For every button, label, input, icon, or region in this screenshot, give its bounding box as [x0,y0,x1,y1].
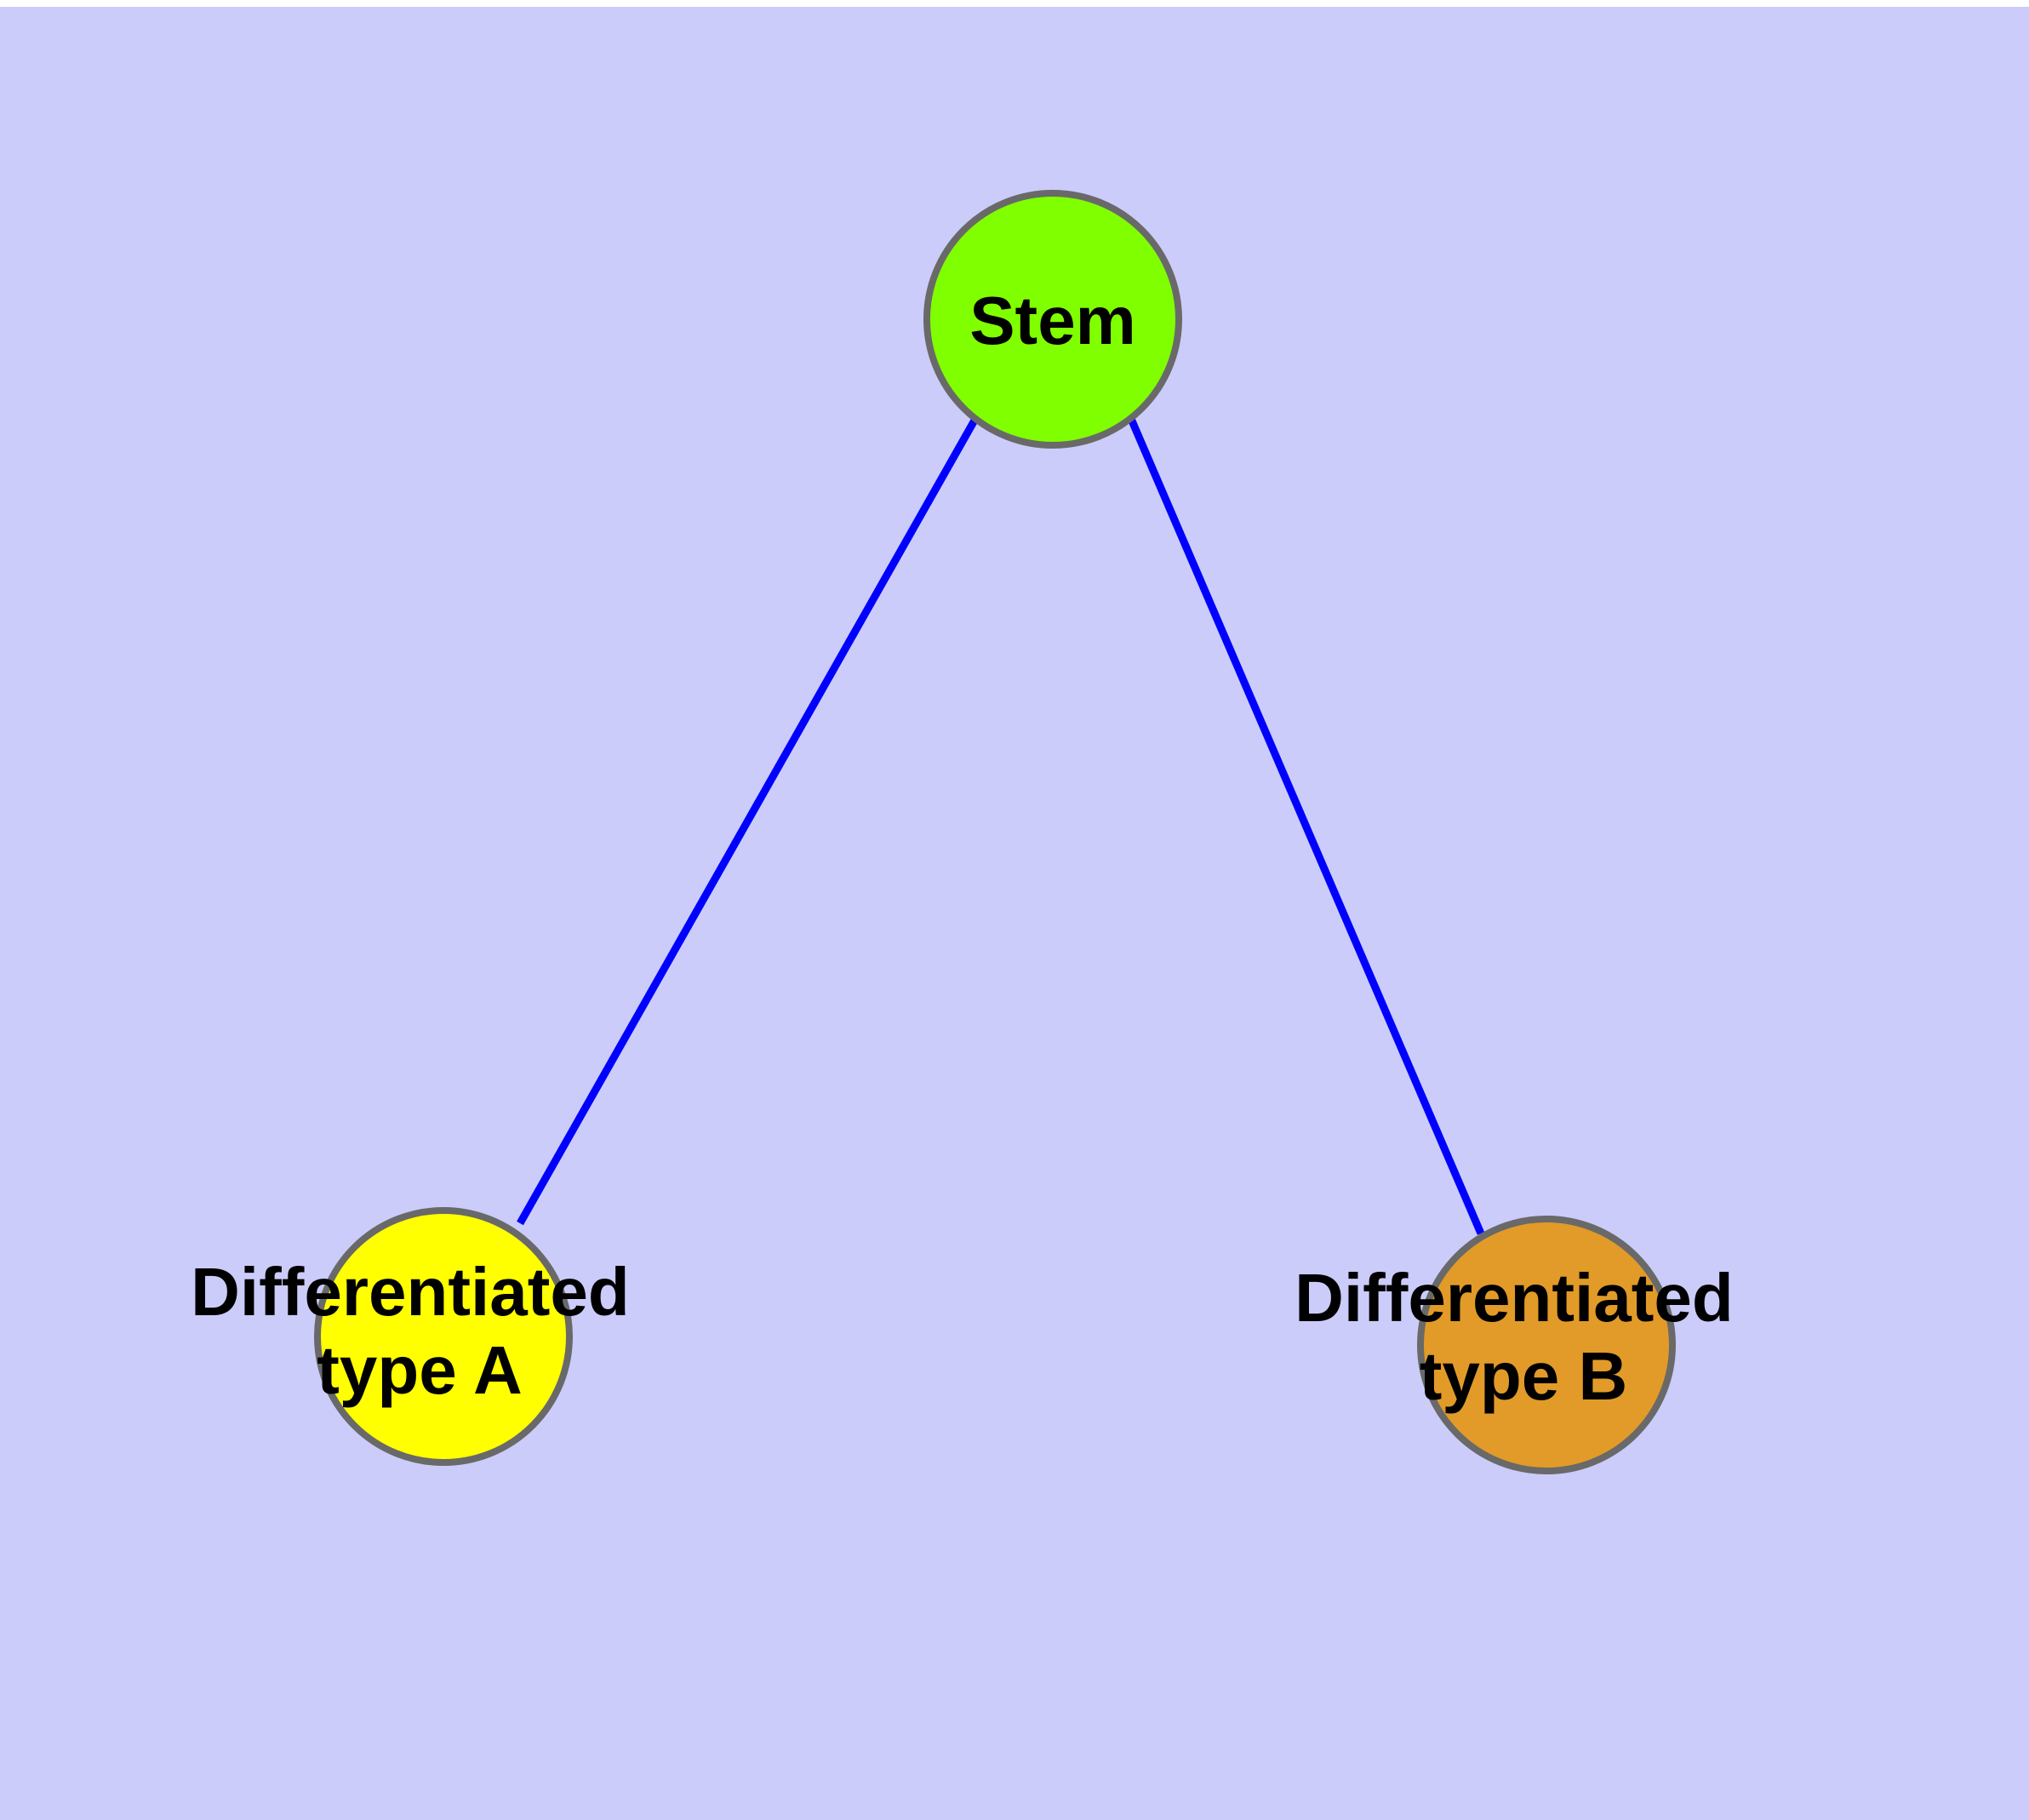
node-stem[interactable] [923,190,1182,449]
node-differentiated-type-b[interactable] [1417,1216,1676,1474]
edge-stem-to-differentiated-type-a[interactable] [517,416,979,1226]
label-layer: Stem Differentiated type A Differentiate… [191,283,1752,1414]
node-circle-differentiated-type-a[interactable] [314,1207,573,1466]
node-label-differentiated-type-a-line-1: Differentiated [191,1254,630,1330]
node-circle-stem[interactable] [923,190,1182,449]
edge-layer [517,416,1485,1235]
node-label-differentiated-type-b-line-2: type B [1420,1338,1628,1414]
node-label-stem: Stem [969,283,1136,358]
node-differentiated-type-a[interactable] [314,1207,573,1466]
node-label-differentiated-type-b-line-1: Differentiated [1295,1260,1734,1336]
node-label-differentiated-type-b: Differentiated type B [1295,1260,1752,1414]
node-layer [314,190,1676,1474]
edge-stem-to-differentiated-type-b[interactable] [1127,417,1485,1235]
node-label-differentiated-type-a: Differentiated type A [191,1254,649,1408]
node-circle-differentiated-type-b[interactable] [1417,1216,1676,1474]
node-label-differentiated-type-a-line-2: type A [317,1332,523,1408]
node-label-stem-line-1: Stem [969,283,1136,358]
